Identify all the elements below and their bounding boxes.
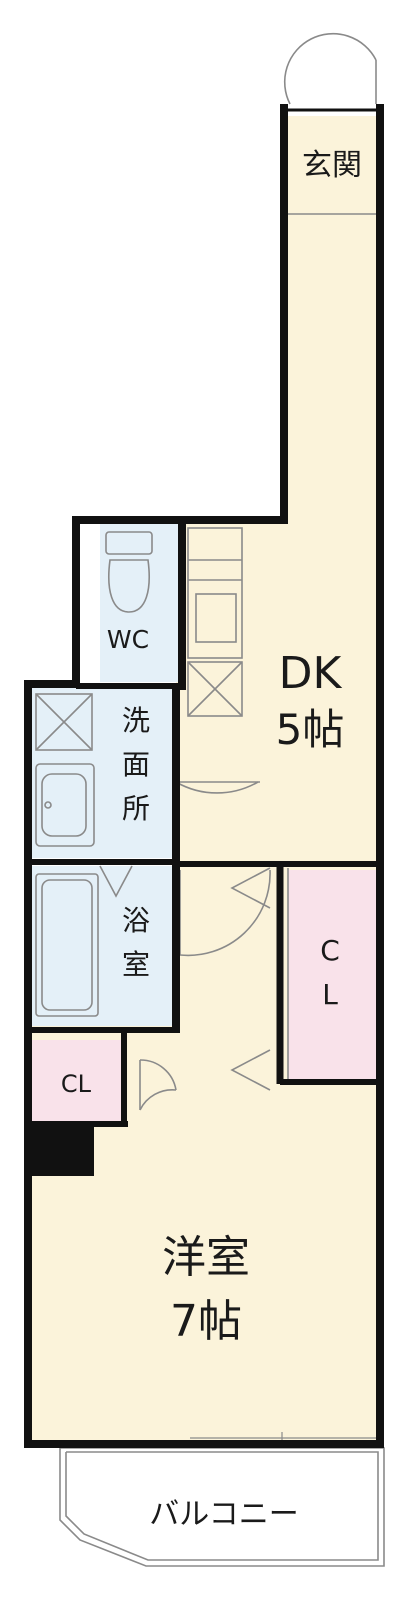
- label-western-size: 7帖: [170, 1296, 242, 1347]
- label-closet-right-2: L: [322, 978, 338, 1011]
- wash-basin-icon: [35, 763, 95, 847]
- room-labels: 玄関 DK 5帖 WC 洗 面 所 浴 室 C L CL 洋室 7帖 バルコニー: [61, 148, 362, 1532]
- label-western-name: 洋室: [162, 1232, 250, 1283]
- washroom-floor: [32, 688, 172, 858]
- label-closet-left: CL: [61, 1070, 92, 1098]
- label-entrance: 玄関: [302, 148, 362, 183]
- walls: [24, 104, 384, 1448]
- closet-right-floor: [288, 870, 376, 1080]
- kitchen-counter-icon: [187, 527, 243, 659]
- closet-left-floor: [32, 1040, 122, 1122]
- living-floor: [32, 214, 376, 1440]
- label-dk-size: 5帖: [276, 705, 345, 754]
- label-closet-right-1: C: [320, 934, 340, 967]
- label-washroom-1: 洗: [122, 704, 150, 737]
- bathtub-icon: [35, 873, 99, 1017]
- outer-wall: [24, 104, 384, 1448]
- pipe-shaft: [28, 1124, 94, 1176]
- label-washroom-2: 面: [122, 748, 150, 781]
- label-wc: WC: [107, 625, 149, 654]
- refrigerator-space-icon: [187, 661, 243, 717]
- label-bath-1: 浴: [122, 904, 150, 937]
- label-washroom-3: 所: [122, 792, 150, 825]
- wc-floor: [100, 524, 180, 682]
- label-balcony: バルコニー: [149, 1497, 298, 1532]
- entrance-floor: [288, 116, 376, 214]
- washing-machine-space-icon: [35, 693, 93, 751]
- room-fills: [32, 116, 376, 1440]
- label-dk-name: DK: [279, 648, 343, 699]
- toilet-icon: [105, 531, 153, 613]
- label-bath-2: 室: [122, 948, 150, 981]
- bath-floor: [32, 866, 172, 1026]
